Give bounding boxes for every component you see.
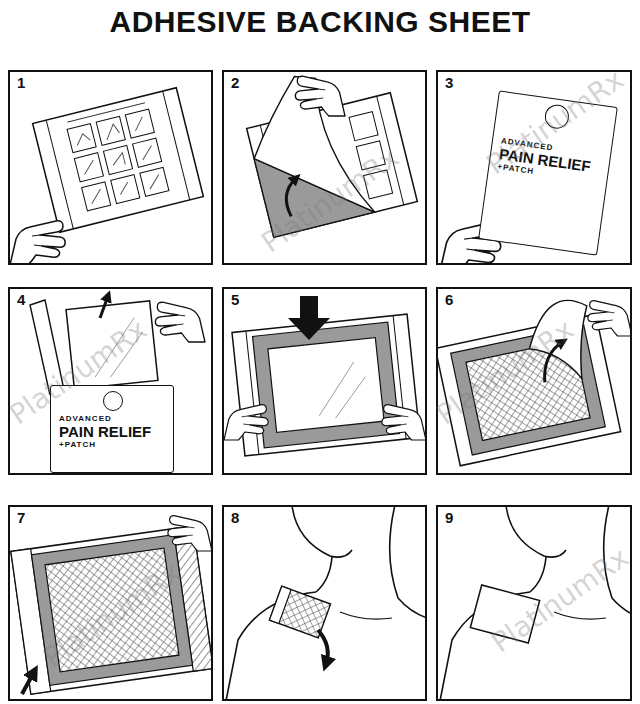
adhesive-frame bbox=[451, 325, 606, 455]
neck-shoulder-outline bbox=[226, 505, 427, 701]
watermark: PlatinumRx bbox=[255, 141, 404, 259]
package-logo bbox=[543, 103, 570, 130]
press-arrow bbox=[288, 296, 330, 340]
package-logo bbox=[103, 391, 123, 411]
panel-8-art bbox=[226, 505, 427, 701]
step-number: 3 bbox=[445, 75, 453, 90]
step-panel: 1 bbox=[8, 70, 213, 265]
sheet-outline bbox=[436, 314, 621, 465]
step-panel: 3ADVANCEDPAIN RELIEF+PATCH bbox=[436, 70, 632, 265]
adhesive-frame bbox=[32, 535, 193, 686]
step-number: 7 bbox=[17, 510, 25, 525]
product-package: ADVANCEDPAIN RELIEF+PATCH bbox=[50, 385, 174, 473]
package-text: +PATCH bbox=[59, 440, 96, 449]
step-number: 6 bbox=[445, 292, 453, 307]
hand bbox=[155, 302, 205, 342]
panel-2-art bbox=[237, 70, 417, 237]
package-text: ADVANCED bbox=[59, 414, 112, 423]
step-number: 1 bbox=[17, 75, 25, 90]
peeled-liner bbox=[237, 70, 374, 237]
sheet-outline bbox=[11, 526, 213, 694]
peeled-liner bbox=[521, 296, 601, 388]
panel-4-art bbox=[30, 296, 205, 395]
package-flap bbox=[30, 300, 64, 395]
step-number: 2 bbox=[231, 75, 239, 90]
watermark: PlatinumRx bbox=[430, 313, 579, 431]
instruction-thumbnail bbox=[111, 175, 140, 204]
panel-5-art bbox=[224, 296, 426, 456]
hand bbox=[168, 516, 212, 551]
applied-patch bbox=[470, 585, 539, 643]
patch-body bbox=[269, 586, 330, 638]
step-panel: 4ADVANCEDPAIN RELIEF+PATCH bbox=[8, 287, 213, 475]
patch-body bbox=[470, 585, 539, 643]
step-panel: 9 bbox=[436, 505, 632, 701]
panel-9-art bbox=[440, 505, 632, 701]
neck-shoulder-outline bbox=[440, 505, 632, 701]
panel-7-art bbox=[11, 516, 213, 694]
instruction-thumbnail bbox=[364, 170, 393, 199]
step-panel: 7 bbox=[8, 505, 213, 701]
step-number: 9 bbox=[445, 510, 453, 525]
peel-arrow bbox=[281, 178, 305, 217]
hand bbox=[588, 301, 632, 336]
adhesive-frame bbox=[253, 322, 400, 448]
lift-arrow bbox=[100, 296, 108, 318]
instruction-thumbnail bbox=[67, 124, 96, 153]
film-outline bbox=[66, 301, 158, 389]
hand bbox=[224, 405, 268, 440]
panel-1-art bbox=[10, 88, 203, 265]
apply-arrow bbox=[318, 630, 328, 664]
push-arrow bbox=[22, 672, 34, 694]
step-panel: 6 bbox=[436, 287, 632, 475]
step-number: 5 bbox=[231, 292, 239, 307]
film-gloss bbox=[314, 361, 369, 420]
step-panel: 8 bbox=[222, 505, 427, 701]
sheet-outline bbox=[232, 314, 420, 456]
hand bbox=[382, 405, 426, 440]
backing-sheet bbox=[237, 70, 417, 237]
patch bbox=[269, 586, 330, 638]
step-panel: 5 bbox=[222, 287, 427, 475]
instruction-thumbnail bbox=[125, 109, 154, 138]
step-number: 8 bbox=[231, 510, 239, 525]
film-gloss bbox=[89, 317, 147, 379]
backing-sheet bbox=[33, 88, 204, 232]
package-text: PAIN RELIEF bbox=[59, 423, 151, 440]
step-number: 4 bbox=[17, 292, 25, 307]
hand bbox=[10, 221, 65, 265]
instruction-thumbnail bbox=[356, 141, 385, 170]
panel-6-art bbox=[436, 295, 632, 466]
backing-sheet bbox=[232, 314, 420, 456]
sheet-outline bbox=[33, 88, 204, 232]
patch bbox=[45, 548, 179, 672]
step-panel: 2 bbox=[222, 70, 427, 265]
backing-sheet bbox=[11, 526, 213, 694]
clear-film bbox=[268, 338, 384, 433]
watermark: PlatinumRx bbox=[485, 541, 634, 659]
thumbnail-sketch bbox=[74, 116, 161, 203]
diagram-title: ADHESIVE BACKING SHEET bbox=[0, 2, 640, 42]
clear-film bbox=[66, 301, 158, 389]
instruction-thumbnail bbox=[103, 145, 132, 174]
peel-arrow bbox=[537, 342, 570, 383]
instruction-thumbnail bbox=[349, 112, 378, 141]
hand bbox=[295, 76, 345, 116]
patch-tab bbox=[269, 586, 291, 623]
watermark: PlatinumRx bbox=[37, 556, 186, 674]
product-package: ADVANCEDPAIN RELIEF+PATCH bbox=[478, 90, 618, 255]
